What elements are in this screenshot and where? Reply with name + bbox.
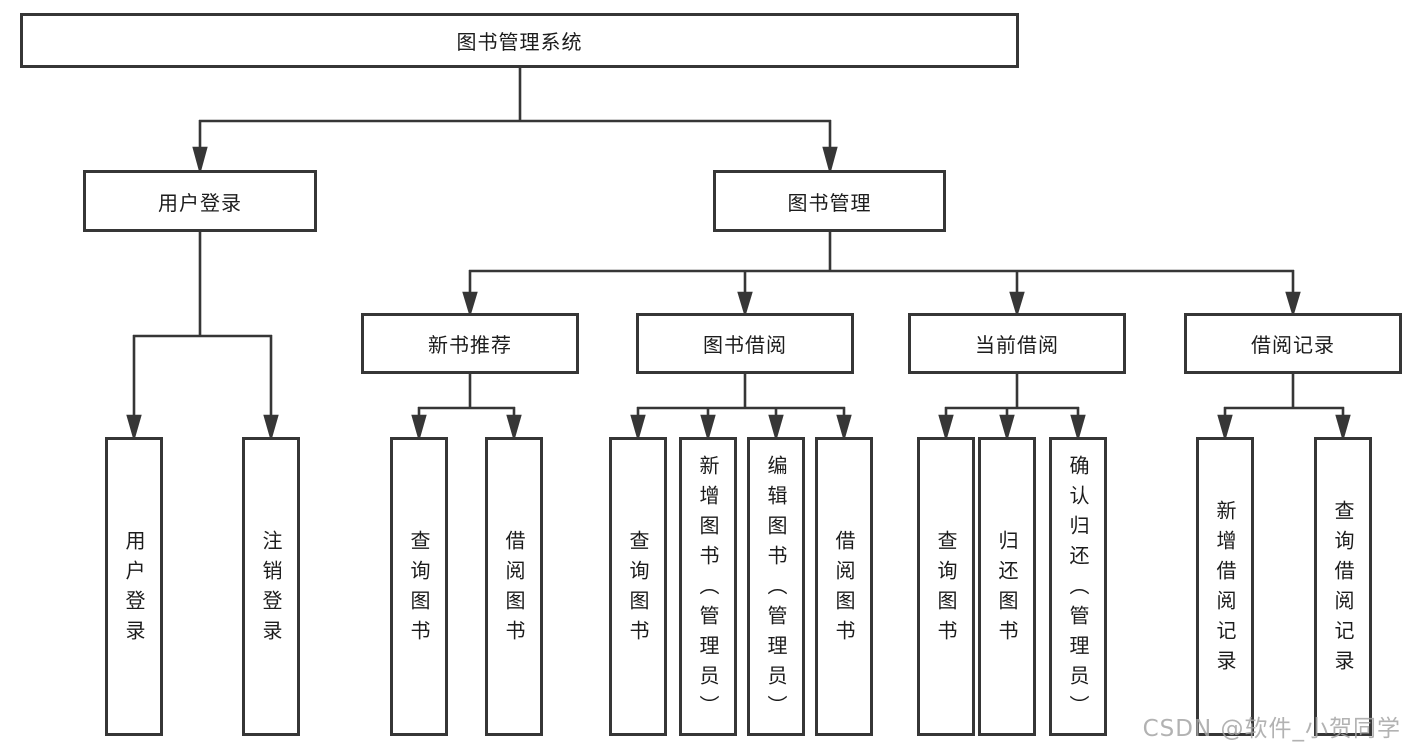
connector-borrow-children: [630, 374, 852, 442]
leaf-query-books-recommend: 查询图书: [390, 437, 448, 736]
leaf-query-books-current: 查询图书: [917, 437, 975, 736]
connector-user-login-children: [126, 232, 279, 442]
leaf-borrow-books-recommend: 借阅图书: [485, 437, 543, 736]
leaf-add-books-admin: 新增图书（管理员）: [679, 437, 737, 736]
leaf-add-borrow-record: 新增借阅记录: [1196, 437, 1254, 736]
connector-root-to-level2: [192, 68, 838, 175]
connector-new-rec-children: [411, 374, 522, 442]
connector-records-children: [1217, 374, 1351, 442]
node-borrow-records: 借阅记录: [1184, 313, 1402, 374]
leaf-edit-books-admin: 编辑图书（管理员）: [747, 437, 805, 736]
connector-current-children: [938, 374, 1086, 442]
leaf-query-borrow-record: 查询借阅记录: [1314, 437, 1372, 736]
node-current-borrow: 当前借阅: [908, 313, 1126, 374]
csdn-watermark: CSDN @软件_小贺同学: [1142, 716, 1401, 742]
node-user-login: 用户登录: [83, 170, 317, 232]
leaf-query-books-borrow: 查询图书: [609, 437, 667, 736]
leaf-confirm-return-admin: 确认归还（管理员）: [1049, 437, 1107, 736]
node-book-management: 图书管理: [713, 170, 946, 232]
node-book-borrow: 图书借阅: [636, 313, 854, 374]
node-library-management-system: 图书管理系统: [20, 13, 1019, 68]
connector-book-mgmt-to-level3: [462, 232, 1301, 318]
leaf-logout: 注销登录: [242, 437, 300, 736]
leaf-user-login: 用户登录: [105, 437, 163, 736]
node-new-book-recommend: 新书推荐: [361, 313, 579, 374]
leaf-borrow-books: 借阅图书: [815, 437, 873, 736]
leaf-return-books: 归还图书: [978, 437, 1036, 736]
